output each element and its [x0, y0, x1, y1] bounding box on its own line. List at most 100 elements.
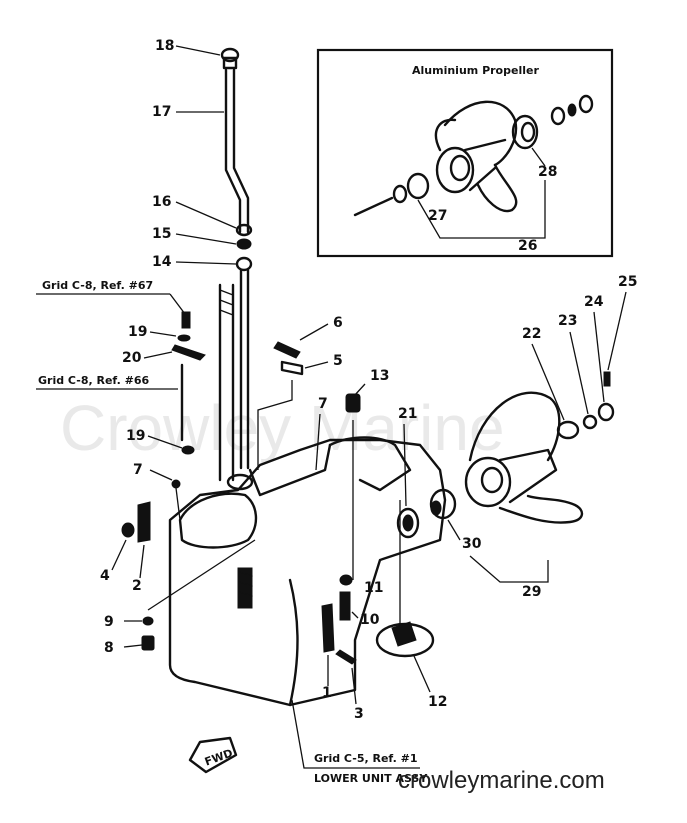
callout-25: 25: [618, 274, 637, 290]
inset-spacer-icon: [567, 103, 577, 117]
callout-14: 14: [152, 254, 172, 270]
propeller-hub-icon: [464, 456, 512, 508]
inset-hub-bore-icon: [449, 154, 471, 182]
leader-ref67: [169, 293, 186, 315]
inset-bushing-bore-icon: [520, 121, 536, 143]
inset-leader-28: [531, 147, 546, 167]
callout-21: 21: [398, 406, 417, 422]
gearcase-top-plate-icon: [178, 492, 258, 549]
leader-9-to-case: [147, 539, 256, 611]
callout-2: 2: [132, 578, 142, 594]
seal-14-icon: [235, 256, 253, 272]
spacer-30-icon: [429, 488, 457, 520]
leader-5-to-case: [257, 380, 293, 470]
inset-leader-26: [417, 180, 546, 239]
trim-tab-12-fin-icon: [391, 621, 417, 647]
bolt-10-icon: [339, 591, 351, 621]
leader-24: [593, 311, 605, 403]
inset-callout-27: 27: [428, 208, 447, 224]
leader-20: [143, 351, 173, 359]
leader-29: [469, 555, 549, 583]
leader-15: [175, 233, 237, 245]
callout-1: 1: [322, 685, 332, 701]
callout-8: 8: [104, 640, 114, 656]
grid-ref-1: Grid C-5, Ref. #1: [314, 752, 417, 765]
fwd-arrow: FWD: [188, 736, 238, 774]
inset-callout-28: 28: [538, 164, 557, 180]
inset-propeller-blade-icon: [443, 100, 518, 167]
screw-7-icon: [171, 479, 181, 489]
washer-11-icon: [339, 574, 353, 586]
callout-13: 13: [370, 368, 389, 384]
leader-18: [175, 45, 221, 56]
leader-23: [569, 331, 589, 415]
inset-hub-line: [468, 166, 497, 192]
leader-7-left-b: [175, 487, 181, 521]
leader-5: [304, 361, 329, 369]
leader-4: [111, 539, 127, 571]
leader-6: [299, 323, 329, 341]
leader-10: [351, 611, 359, 619]
washer-4-icon: [121, 522, 135, 538]
driveshaft: [218, 283, 235, 482]
seal-21-core-icon: [402, 514, 414, 532]
callout-7-upper: 7: [318, 396, 328, 412]
seal-21-icon: [396, 507, 420, 539]
callout-7-left: 7: [133, 462, 143, 478]
cotter-pin-25-icon: [603, 371, 611, 387]
inset-small-washer-icon: [392, 184, 408, 204]
callout-17: 17: [152, 104, 171, 120]
bolt-6-icon: [273, 341, 301, 359]
leader-14: [175, 261, 237, 265]
leader-16: [175, 201, 237, 229]
inset-callout-26: 26: [518, 238, 537, 254]
driveshaft-icon: [218, 283, 235, 482]
grommet-18-icon: [220, 47, 240, 63]
leader-2: [139, 544, 145, 579]
callout-18: 18: [155, 38, 174, 54]
drain-plug-area-icon: [237, 567, 253, 609]
inset-title: Aluminium Propeller: [412, 64, 539, 77]
washer-22-icon: [556, 420, 580, 440]
inset-propeller-blade-icon: [434, 118, 457, 152]
inset-thrust-washer-icon: [406, 172, 430, 200]
leader-3: [351, 667, 357, 705]
leader-7-left: [149, 469, 173, 481]
leader-25: [607, 291, 627, 371]
plug-8-icon: [141, 635, 155, 651]
inset-bushing-icon: [511, 114, 539, 150]
callout-11: 11: [364, 580, 383, 596]
leader-12: [413, 655, 431, 693]
collar-15-icon: [236, 238, 252, 250]
callout-6: 6: [333, 315, 343, 331]
gasket-9-icon: [142, 616, 154, 626]
leader-7-upper: [315, 413, 321, 471]
propeller-blade-upper-icon: [468, 391, 561, 462]
spacer-30-core-icon: [430, 500, 442, 516]
callout-24: 24: [584, 294, 604, 310]
callout-22: 22: [522, 326, 541, 342]
callout-12: 12: [428, 694, 447, 710]
propeller-blade-lower-icon: [498, 494, 584, 524]
propeller-hub-body-icon: [498, 448, 558, 504]
grid-ref-67: Grid C-8, Ref. #67: [42, 279, 153, 292]
assembly-label: LOWER UNIT ASSY: [314, 772, 428, 785]
callout-9: 9: [104, 614, 114, 630]
driveshaft-housing-icon: [226, 473, 254, 491]
main-propeller: 30 29: [429, 391, 584, 600]
leader-19-bottom: [147, 435, 183, 449]
callout-23: 23: [558, 313, 577, 329]
anode-2-icon: [137, 501, 151, 543]
grid-ref-66: Grid C-8, Ref. #66: [38, 374, 149, 387]
washer-23-icon: [582, 414, 598, 430]
shift-rod-assembly: 18 17 16 15 14: [152, 38, 253, 470]
callout-19-bottom: 19: [126, 428, 145, 444]
plate-20-icon: [171, 344, 206, 361]
driveshaft-spline-icon: [219, 289, 234, 316]
grommet-19b-icon: [181, 445, 195, 455]
washer-16-icon: [235, 223, 253, 237]
leader-21: [403, 423, 407, 507]
inset-propeller-blade-icon: [476, 163, 518, 213]
shift-rod-17-edge: [232, 68, 250, 234]
